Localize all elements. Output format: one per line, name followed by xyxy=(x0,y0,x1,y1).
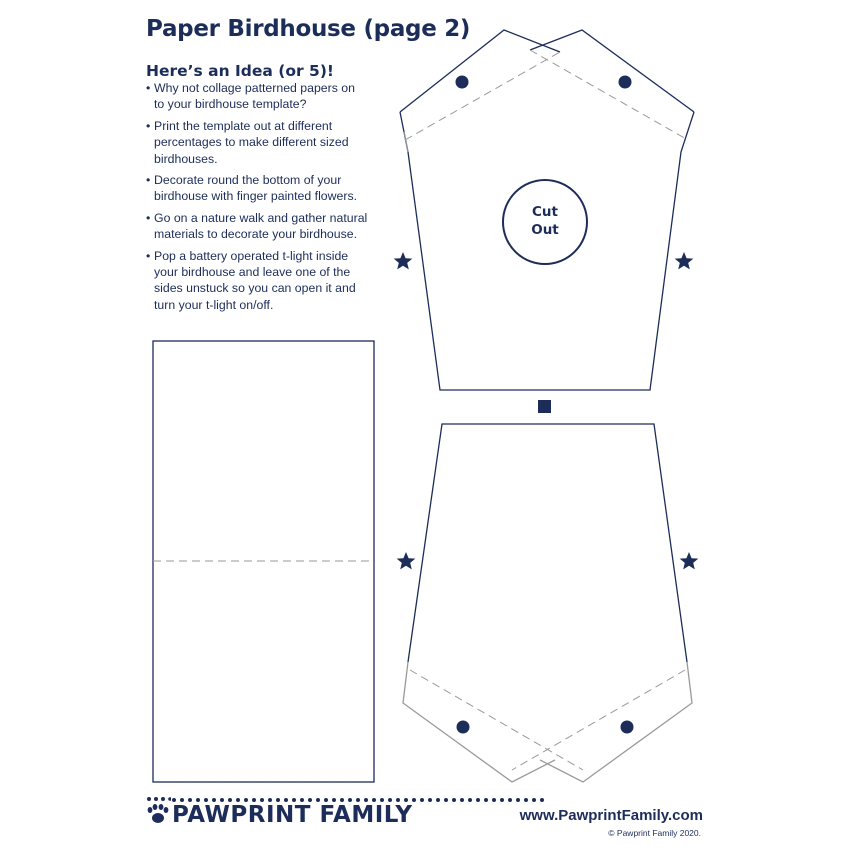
star-icon xyxy=(396,552,416,570)
dot-marker xyxy=(620,720,634,734)
bottom-tab-right-outline xyxy=(539,661,693,783)
ideas-list: • Why not collage patterned papers on to… xyxy=(146,80,386,318)
bottom-tab-left-outline xyxy=(402,661,556,783)
idea-line: birdhouse with finger painted flowers. xyxy=(154,189,358,204)
star-icon xyxy=(679,552,699,570)
roof-fold-base-left xyxy=(403,131,409,153)
idea-line: Print the template out at different xyxy=(154,118,333,133)
idea-line: turn your t-light on/off. xyxy=(154,297,274,312)
brand-logo: PAWPRINT FAMILY xyxy=(172,802,413,828)
cut-out-label: Cut Out xyxy=(505,203,585,239)
cut-out-label-line: Cut xyxy=(532,204,558,220)
roof-fold-line-left xyxy=(404,51,561,141)
star-icon xyxy=(674,252,694,270)
idea-line: Decorate round the bottom of your xyxy=(154,173,342,188)
idea-line: your birdhouse and leave one of the xyxy=(154,265,351,280)
back-panel-outline xyxy=(407,423,688,663)
bullet: • xyxy=(146,210,151,225)
star-icon xyxy=(393,252,413,270)
dot-marker xyxy=(456,720,470,734)
idea-item: • Why not collage patterned papers on to… xyxy=(146,80,386,113)
idea-line: sides unstuck so you can open it and xyxy=(154,281,356,296)
idea-line: to your birdhouse template? xyxy=(154,97,307,112)
bottom-fold-line-left xyxy=(409,669,584,771)
cut-out-label-line: Out xyxy=(531,222,559,238)
bullet: • xyxy=(146,118,151,133)
roof-left-outline xyxy=(399,29,561,113)
idea-item: • Go on a nature walk and gather natural… xyxy=(146,210,386,243)
website-url[interactable]: www.PawprintFamily.com xyxy=(519,807,703,824)
copyright-notice: © Pawprint Family 2020. xyxy=(608,828,701,838)
bullet: • xyxy=(146,248,151,263)
idea-line: Pop a battery operated t-light inside xyxy=(154,248,349,263)
bullet: • xyxy=(146,81,151,95)
bullet: • xyxy=(146,173,151,188)
idea-line: Go on a nature walk and gather natural xyxy=(154,210,368,225)
roof-fold-line-right xyxy=(529,49,689,141)
idea-line: materials to decorate your birdhouse. xyxy=(154,227,358,242)
idea-line: Why not collage patterned papers on xyxy=(154,81,355,95)
bottom-fold-line-right xyxy=(511,669,686,771)
cut-out-circle xyxy=(502,179,588,265)
paw-icon xyxy=(147,797,171,823)
square-marker xyxy=(538,400,551,413)
idea-item: • Decorate round the bottom of your bird… xyxy=(146,172,386,205)
idea-item: • Print the template out at different pe… xyxy=(146,118,386,167)
idea-item: • Pop a battery operated t-light inside … xyxy=(146,248,386,314)
dot-marker xyxy=(618,75,632,89)
paw-dots xyxy=(172,798,544,802)
idea-line: percentages to make different sized xyxy=(154,135,349,150)
dot-marker xyxy=(455,75,469,89)
front-panel-outline xyxy=(399,111,695,391)
roof-right-outline xyxy=(529,29,695,113)
ideas-heading: Here’s an Idea (or 5)! xyxy=(146,62,334,80)
idea-line: birdhouses. xyxy=(154,151,218,166)
page-title: Paper Birdhouse (page 2) xyxy=(146,16,471,42)
